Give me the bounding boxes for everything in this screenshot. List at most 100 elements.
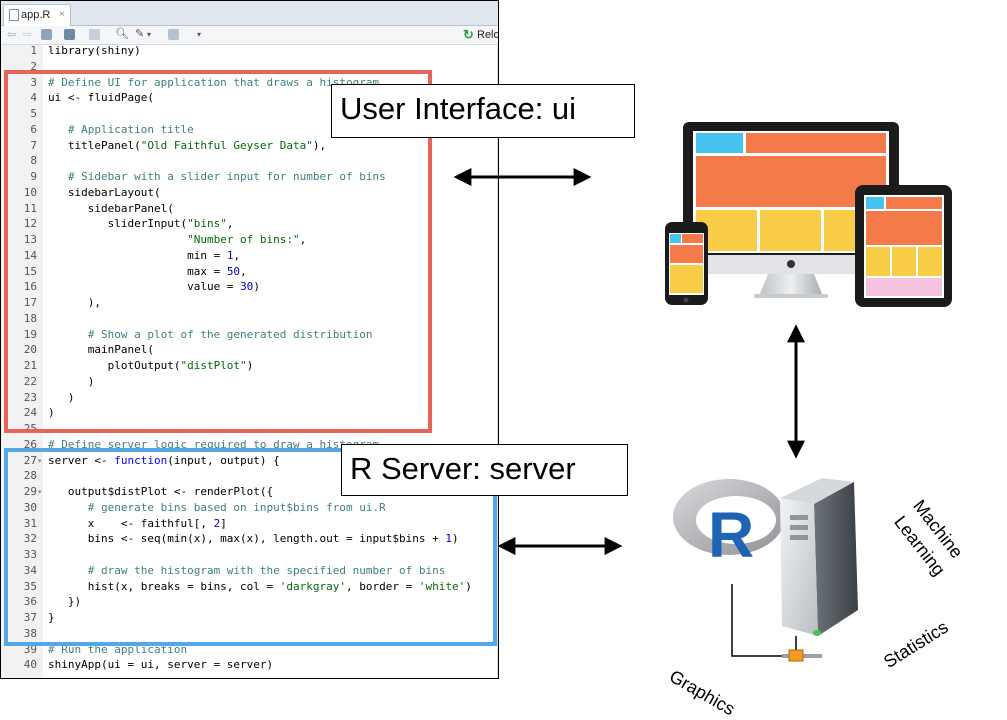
r-logo-icon: R [673,479,785,571]
line-number: 3 [30,75,37,89]
code-token: ) [246,359,254,372]
code-line: sliderInput("bins", [48,217,234,231]
code-token: ui <- fluidPage( [48,91,154,105]
code-line: min = 1, [48,249,240,262]
code-token: 50 [226,264,241,278]
tab-label: app.R [21,9,51,21]
line-number: 7 [30,138,37,152]
code-line: # Show a plot of the generated distribut… [48,328,373,341]
line-number: 10 [23,185,37,199]
code-token: sidebarLayout( [48,185,161,199]
code-token: x <- faithful[, [48,516,214,530]
line-number: 11 [23,201,37,215]
code-line: # Sidebar with a slider input for number… [48,170,386,183]
code-line: # Application title [48,123,194,136]
code-token: ) [48,390,75,404]
code-token: 1 [445,532,452,546]
code-line: }) [48,595,81,608]
code-line: shinyApp(ui = ui, server = server) [48,658,273,671]
line-number: 29 [23,485,37,498]
save-disabled-icon[interactable] [89,29,100,40]
line-number: 32 [23,532,37,546]
code-token: bins <- seq(min(x), max(x), length.out =… [48,532,446,546]
code-line: output$distPlot <- renderPlot({ [48,485,273,498]
code-token: plotOutput( [48,359,181,372]
screen-block [696,133,743,153]
code-line: sidebarPanel( [48,202,174,215]
code-token: "distPlot" [180,359,247,372]
line-number: 14 [23,248,37,262]
code-token: hist(x, breaks = bins, col = [48,579,280,593]
save-icon[interactable] [64,29,75,40]
code-token: ] [220,516,227,530]
code-token: , [233,248,241,262]
editor-toolbar: ⇦ ⇨ 🔍︎ ✎ ▾ ▾ ↻ Reloa [1,26,498,45]
line-number: 9 [30,170,37,183]
compile-icon[interactable] [168,29,179,40]
code-token: "Old Faithful Geyser Data" [140,138,313,152]
code-token: 1 [226,248,234,262]
line-number: 35 [23,579,37,593]
code-token: function [114,453,168,467]
code-line: } [48,611,55,624]
dropdown-icon[interactable]: ▾ [197,30,202,39]
code-line: max = 50, [48,265,247,278]
ui-code-highlight [4,70,432,433]
search-icon[interactable]: 🔍︎ [115,28,129,40]
code-token: 'white' [418,579,466,593]
print-margin [497,45,498,678]
line-number: 12 [23,217,37,231]
code-line: ) [48,374,95,388]
code-token: ), [312,138,327,152]
line-number: 30 [23,500,37,514]
code-token: } [48,611,55,624]
line-number: 17 [23,296,37,309]
code-line: library(shiny) [48,44,141,57]
line-number: 15 [23,264,37,278]
code-line: bins <- seq(min(x), max(x), length.out =… [48,532,459,545]
show-in-window-icon[interactable] [41,29,52,40]
code-token: ) [48,406,55,420]
code-token: ) [48,374,95,388]
line-number: 4 [30,91,37,105]
fold-arrow-icon[interactable]: ▾ [38,457,42,465]
close-icon[interactable]: × [59,9,65,20]
dropdown-icon[interactable]: ▾ [147,30,152,39]
line-number: 19 [23,327,37,341]
code-line: value = 30) [48,280,260,293]
r-logo-letter: R [708,499,754,571]
line-number: 37 [23,611,37,624]
fold-arrow-icon[interactable]: ▾ [38,489,42,496]
line-number: 40 [23,658,37,672]
code-token: titlePanel( [48,138,141,152]
code-token: , [299,233,307,246]
line-number: 6 [30,122,37,136]
line-number-gutter [1,45,43,678]
reload-icon[interactable]: ↻ [463,27,474,42]
wand-icon[interactable]: ✎ [135,28,145,40]
code-line: hist(x, breaks = bins, col = 'darkgray',… [48,580,472,593]
code-token: server <- [48,453,115,467]
line-number: 5 [30,107,37,120]
back-arrow-icon[interactable]: ⇦ [7,29,17,41]
tab-app-r[interactable]: app.R × [3,4,71,26]
code-line: # generate bins based on input$bins from… [48,501,386,514]
code-token: # Sidebar with a slider input for number… [48,170,386,183]
line-number: 36 [23,595,37,609]
network-connector-icon [731,584,822,662]
code-token: , [226,217,234,231]
code-token: ) [465,579,472,593]
code-token: ), [48,296,101,309]
tab-bar: app.R × [1,1,498,26]
line-number: 1 [30,44,37,57]
line-number: 38 [23,626,37,640]
code-token: # generate bins based on input$bins from… [48,500,386,514]
forward-arrow-icon[interactable]: ⇨ [23,29,33,41]
line-number: 8 [30,154,37,168]
line-number: 16 [23,280,37,294]
code-token: mainPanel( [48,343,154,357]
line-number: 28 [23,469,37,483]
code-token: ) [451,532,459,546]
reload-button[interactable]: Reloa [477,29,498,41]
